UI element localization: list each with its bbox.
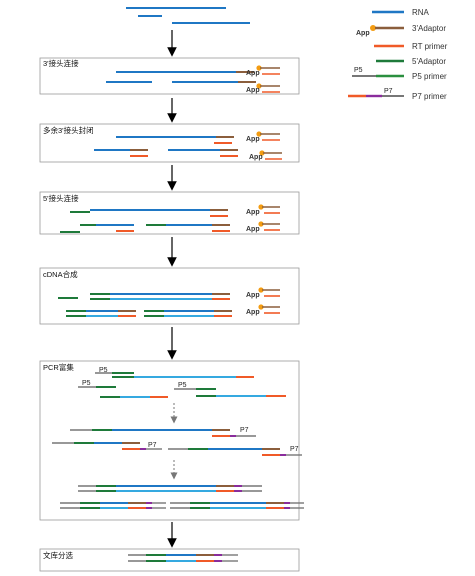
svg-text:P7 primer: P7 primer xyxy=(412,92,447,101)
stage-title: PCR富集 xyxy=(43,362,74,372)
stage-title: cDNA合成 xyxy=(43,269,78,279)
p5-tag: P5 xyxy=(82,380,91,387)
app-tag: App xyxy=(246,70,260,77)
p7-tag: P7 xyxy=(290,446,299,453)
stage-title: 5'接头连接 xyxy=(43,193,79,203)
legend-item-p7-primer: P7 P7 primer xyxy=(348,88,447,101)
legend-item-3-adaptor: App 3'Adaptor xyxy=(356,24,446,37)
svg-text:RT primer: RT primer xyxy=(412,42,448,51)
stage-excess-adaptor-blocking: 多余3'接头封闭 App App xyxy=(39,123,300,163)
stage-cdna-synthesis: cDNA合成 App App xyxy=(39,267,300,325)
legend-item-5-adaptor: 5'Adaptor P5 xyxy=(354,57,446,74)
p7-tag: P7 xyxy=(148,442,157,449)
stage-title: 文库分选 xyxy=(43,550,73,560)
svg-text:3'Adaptor: 3'Adaptor xyxy=(412,24,446,33)
legend-item-rt-primer: RT primer xyxy=(374,42,448,51)
svg-text:P7: P7 xyxy=(384,88,393,95)
legend-item-p5-primer: P5 primer xyxy=(352,72,447,81)
app-tag: App xyxy=(246,87,260,94)
stage-title: 3'接头连接 xyxy=(43,58,79,68)
legend: RNA App 3'Adaptor RT primer 5'Adaptor P5… xyxy=(348,8,448,101)
svg-text:RNA: RNA xyxy=(412,8,430,17)
stage-5-adaptor-ligation: 5'接头连接 App App xyxy=(39,191,300,235)
app-tag: App xyxy=(246,209,260,216)
app-tag: App xyxy=(246,226,260,233)
stage-3-adaptor-ligation: 3'接头连接 App App xyxy=(39,57,300,95)
stage-library-selection: 文库分选 xyxy=(39,548,300,572)
svg-text:P5 primer: P5 primer xyxy=(412,72,447,81)
stage-title: 多余3'接头封闭 xyxy=(43,125,94,135)
app-tag: App xyxy=(246,309,260,316)
app-tag: App xyxy=(246,136,260,143)
svg-text:App: App xyxy=(356,30,370,37)
app-tag: App xyxy=(249,154,263,161)
app-tag: App xyxy=(246,292,260,299)
p7-tag: P7 xyxy=(240,427,249,434)
legend-item-rna: RNA xyxy=(372,8,430,17)
stage-pcr-enrichment: PCR富集 P5 P5 P5 P7 xyxy=(39,360,304,521)
svg-text:P5: P5 xyxy=(354,67,363,74)
svg-text:5'Adaptor: 5'Adaptor xyxy=(412,57,446,66)
p5-tag: P5 xyxy=(99,367,108,374)
rna-fragments-input xyxy=(126,7,250,24)
p5-tag: P5 xyxy=(178,382,187,389)
